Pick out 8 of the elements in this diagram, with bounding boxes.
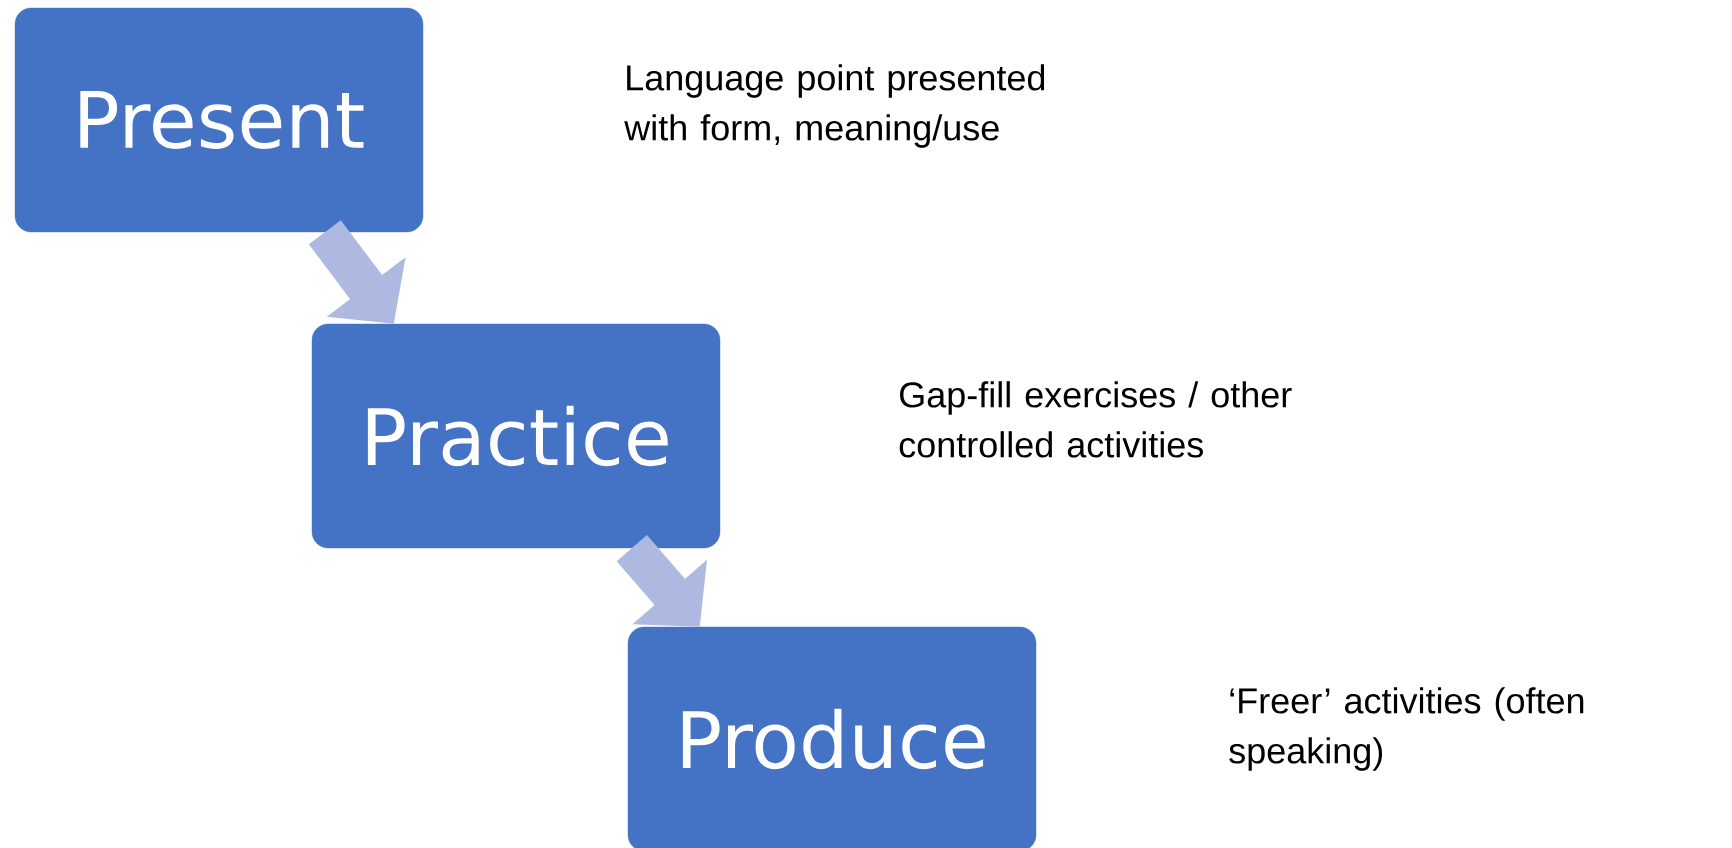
process-box: Produce [627,626,1037,848]
description-text: Language point presented with form, meaning/use [624,64,1045,148]
process-box: Practice [311,323,721,549]
arrow [616,535,708,627]
description-text: ‘Freer’ activities (often speaking) [1229,687,1584,771]
process-box: Present [14,7,424,233]
description-text: Gap-fill exercises / other controlled activities [899,381,1292,458]
arrow [308,220,406,324]
